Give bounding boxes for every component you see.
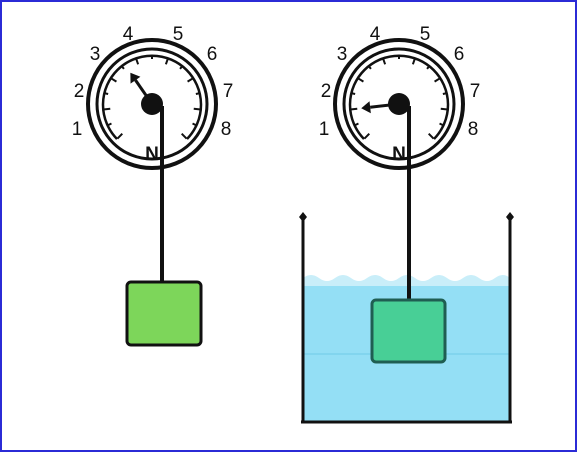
left-dial-hub	[141, 93, 163, 115]
right-dial-tick	[351, 92, 356, 95]
left-dial-ticks	[103, 55, 201, 140]
right-dial-tick	[363, 132, 371, 140]
right-dial-pointer-tip	[361, 101, 371, 114]
left-dial-tick	[109, 77, 117, 83]
left-block-in-air	[125, 280, 203, 347]
right-dial-tick	[350, 107, 358, 111]
right-dial-tick	[411, 57, 417, 65]
left-spring-scale: 1 2 3 4 5 6 7 8 N	[72, 24, 234, 170]
right-dial-tick	[439, 122, 444, 127]
right-spring-scale: 1 2 3 4 5 6 7 8 N	[319, 24, 481, 170]
beaker-left-rim-marker	[299, 212, 307, 222]
left-dial-mark-6: 6	[207, 44, 218, 65]
right-dial-mark-4: 4	[370, 24, 381, 45]
left-dial-tick	[103, 107, 111, 111]
right-dial-tick	[442, 92, 447, 95]
left-dial-tick	[180, 132, 188, 140]
water-surface-waves	[303, 275, 510, 286]
right-dial-tick	[434, 77, 442, 83]
left-dial-mark-7: 7	[223, 81, 234, 102]
left-dial-mark-2: 2	[74, 81, 85, 102]
left-dial-tick	[164, 57, 170, 65]
right-dial-mark-1: 1	[319, 119, 330, 140]
left-dial-tick	[193, 107, 201, 111]
left-dial-tick	[120, 65, 125, 70]
left-dial-tick	[107, 122, 112, 127]
left-dial-tick	[116, 132, 124, 140]
right-dial-mark-2: 2	[321, 81, 332, 102]
left-dial-tick	[134, 57, 140, 65]
left-dial-tick	[192, 122, 197, 127]
left-dial-unit-label: N	[145, 144, 159, 165]
left-dial-tick	[195, 92, 200, 95]
right-dial-tick	[427, 132, 435, 140]
left-dial-tick	[187, 77, 195, 83]
left-dial-mark-1: 1	[72, 119, 83, 140]
left-dial-mark-3: 3	[90, 44, 101, 65]
right-dial-mark-3: 3	[337, 44, 348, 65]
right-dial-ticks	[350, 55, 448, 140]
right-dial-tick	[426, 65, 431, 70]
left-dial-mark-5: 5	[173, 24, 184, 45]
left-dial-mark-4: 4	[123, 24, 134, 45]
beaker	[301, 218, 512, 424]
right-dial-mark-5: 5	[420, 24, 431, 45]
right-dial-hub	[388, 93, 410, 115]
right-dial-tick	[354, 122, 359, 127]
left-dial-inner-ring	[95, 47, 209, 161]
right-dial-tick	[440, 107, 448, 111]
right-dial-tick	[381, 57, 387, 65]
right-dial-inner-ring	[342, 47, 456, 161]
left-dial-pointer-tip	[130, 72, 141, 84]
right-dial-tick	[356, 77, 364, 83]
right-dial-unit-label: N	[392, 144, 406, 165]
beaker-right-rim-marker	[506, 212, 514, 222]
right-dial-mark-6: 6	[454, 44, 465, 65]
right-block-submerged	[370, 298, 447, 364]
left-dial-tick	[179, 65, 184, 70]
right-dial-tick	[367, 65, 372, 70]
left-dial-mark-8: 8	[221, 119, 232, 140]
right-dial-mark-7: 7	[470, 81, 481, 102]
left-dial-tick	[104, 92, 109, 95]
right-dial-mark-8: 8	[468, 119, 479, 140]
